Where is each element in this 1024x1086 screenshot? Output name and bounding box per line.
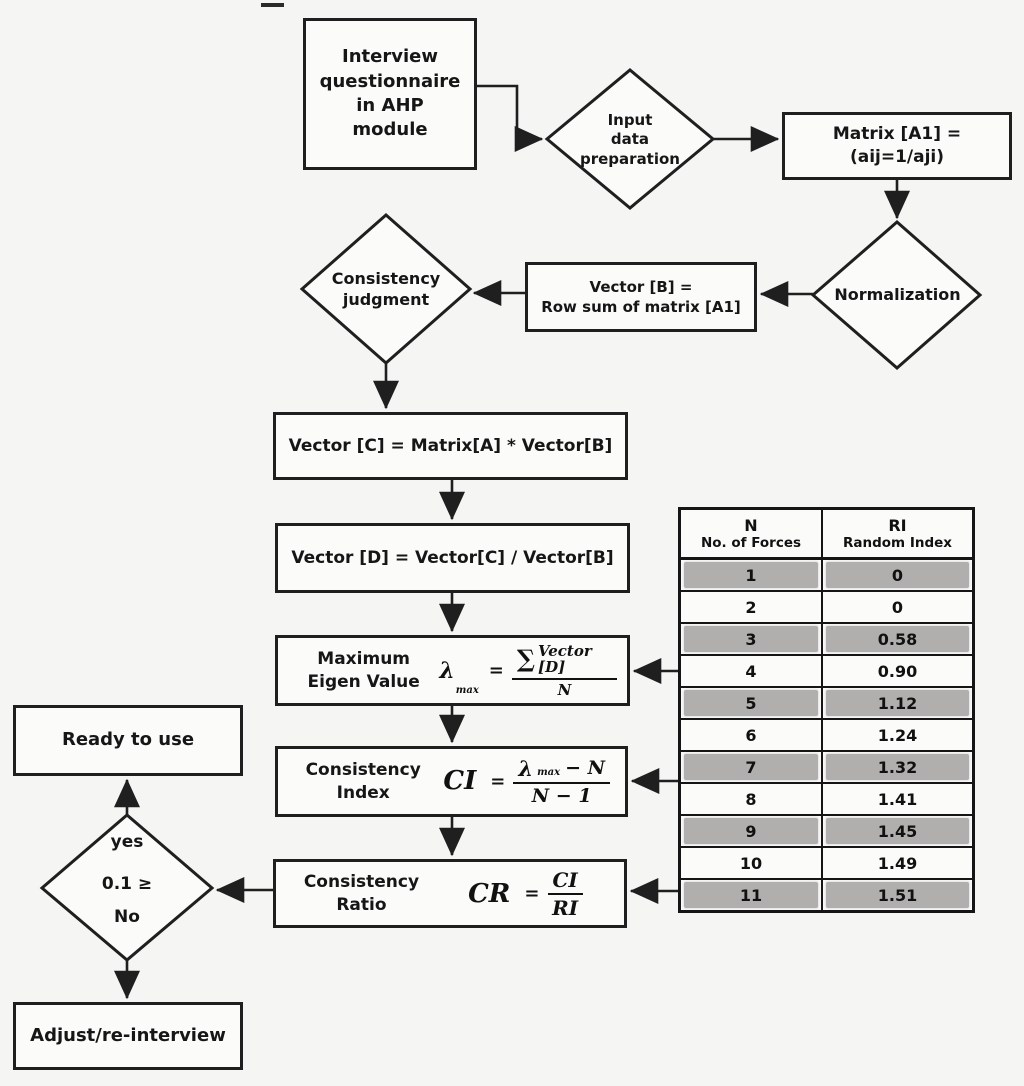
node-label: Vector [B] = Row sum of matrix [A1] xyxy=(541,277,741,316)
table-cell: 10 xyxy=(678,846,823,880)
lambda-symbol: λ xyxy=(518,755,534,781)
node-label: Consistency Index xyxy=(305,759,421,803)
lambda-subscript: max xyxy=(537,766,561,778)
lambda-subscript: max xyxy=(455,685,479,697)
equals-sign: = xyxy=(490,770,506,792)
node-vector-c: Vector [C] = Matrix[A] * Vector[B] xyxy=(273,412,628,480)
equals-sign: = xyxy=(488,660,504,681)
fraction-numerator-tail: − N xyxy=(565,756,606,779)
table-cell: 1.41 xyxy=(821,782,975,816)
table-cell: 7 xyxy=(678,750,823,784)
fraction-denominator: N − 1 xyxy=(531,784,592,807)
table-cell: 1 xyxy=(678,557,823,592)
table-cell: 1.24 xyxy=(821,718,975,752)
header-ri: RI Random Index xyxy=(821,507,975,560)
decision-condition-label: 0.1 ≥ xyxy=(101,873,153,894)
fraction-numerator: Vector [D] xyxy=(537,641,592,677)
node-vector-d: Vector [D] = Vector[C] / Vector[B] xyxy=(275,523,630,593)
table-cell: 11 xyxy=(678,878,823,913)
table-cell: 4 xyxy=(678,654,823,688)
node-label: Vector [D] = Vector[C] / Vector[B] xyxy=(291,547,614,568)
node-label: Consistency Ratio xyxy=(303,871,420,915)
node-label: Ready to use xyxy=(61,729,195,751)
table-cell: 1.49 xyxy=(821,846,975,880)
node-label: Adjust/re-interview xyxy=(30,1024,226,1046)
diamond-input-data-preparation xyxy=(544,68,716,210)
table-cell: 5 xyxy=(678,686,823,720)
diamond-label-consistency-judgment: Consistency judgment xyxy=(331,268,441,309)
stray-mark xyxy=(261,3,284,7)
node-matrix-a1: Matrix [A1] = (aij=1/aji) xyxy=(782,112,1012,180)
fraction: CI RI xyxy=(547,869,583,920)
ci-symbol: CI xyxy=(443,766,477,797)
cr-symbol: CR xyxy=(468,878,511,909)
fraction: ∑Vector [D] N xyxy=(511,641,617,699)
table-header-row: N No. of Forces RI Random Index xyxy=(678,507,975,560)
node-interview-questionnaire: Interview questionnaire in AHP module xyxy=(303,18,477,170)
arrow-decision-to-adjust xyxy=(114,960,140,1000)
table-cell: 8 xyxy=(678,782,823,816)
node-label: Maximum Eigen Value xyxy=(307,648,420,692)
table-cell: 9 xyxy=(678,814,823,848)
table-cell: 6 xyxy=(678,718,823,752)
table-cell: 0.58 xyxy=(821,622,975,656)
node-label: Matrix [A1] = (aij=1/aji) xyxy=(832,124,962,167)
node-vector-b: Vector [B] = Row sum of matrix [A1] xyxy=(525,262,757,332)
header-n-subtitle: No. of Forces xyxy=(700,535,802,551)
diamond-label-input-data-preparation: Input data preparation xyxy=(580,110,680,168)
arrow-interview-to-prep xyxy=(477,84,544,152)
diamond-label-normalization: Normalization xyxy=(834,284,961,304)
node-label: Vector [C] = Matrix[A] * Vector[B] xyxy=(288,435,613,456)
fraction-denominator: RI xyxy=(552,895,579,920)
node-label: Interview questionnaire in AHP module xyxy=(319,46,461,141)
sigma-symbol: ∑ xyxy=(516,644,535,674)
lambda-symbol: λ xyxy=(439,657,455,684)
fraction-numerator: CI xyxy=(547,869,583,895)
header-n: N No. of Forces xyxy=(678,507,823,560)
header-ri-subtitle: Random Index xyxy=(843,535,952,551)
node-ready-to-use: Ready to use xyxy=(13,705,243,776)
decision-no-label: No xyxy=(114,906,140,927)
table-cell: 0 xyxy=(821,590,975,624)
fraction-denominator: N xyxy=(557,680,572,699)
table-cell: 1.12 xyxy=(821,686,975,720)
equals-sign: = xyxy=(524,883,540,904)
table-cell: 0.90 xyxy=(821,654,975,688)
table-cell: 1.45 xyxy=(821,814,975,848)
diamond-normalization xyxy=(810,220,983,370)
node-adjust-reinterview: Adjust/re-interview xyxy=(13,1002,243,1070)
table-cell: 0 xyxy=(821,557,975,592)
table-cell: 3 xyxy=(678,622,823,656)
decision-yes-label: yes xyxy=(110,831,144,852)
header-ri-title: RI xyxy=(888,515,907,535)
table-cell: 1.32 xyxy=(821,750,975,784)
table-cell: 2 xyxy=(678,590,823,624)
header-n-title: N xyxy=(744,515,758,535)
node-consistency-ratio: Consistency Ratio CR = CI RI xyxy=(273,859,627,928)
table-cell: 1.51 xyxy=(821,878,975,913)
cr-formula: CR = CI RI xyxy=(437,869,614,919)
